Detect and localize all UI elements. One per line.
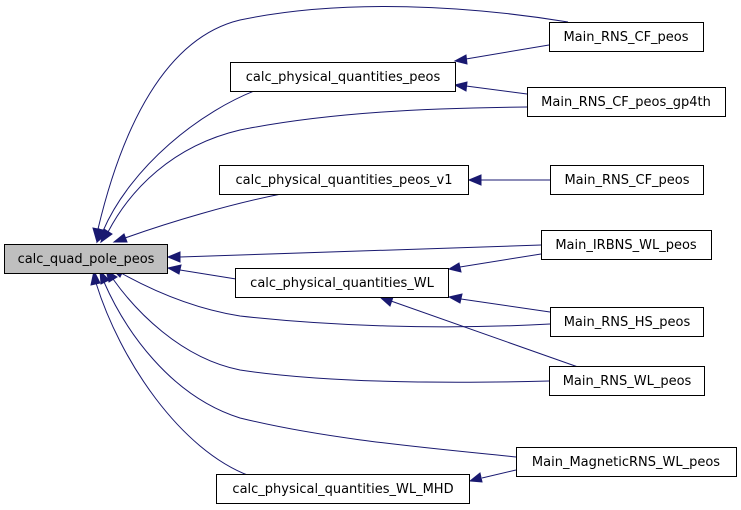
node-label: calc_quad_pole_peos xyxy=(18,252,155,267)
node-main-rns-cf-peos-top[interactable]: Main_RNS_CF_peos xyxy=(549,22,704,52)
node-main-irbns-wl-peos[interactable]: Main_IRBNS_WL_peos xyxy=(541,230,712,260)
edge-main-irbns-wl-peos-to-calc-quad-pole-peos xyxy=(179,244,542,258)
node-calc-physical-quantities-peos-v1[interactable]: calc_physical_quantities_peos_v1 xyxy=(219,165,469,195)
edges xyxy=(90,6,579,483)
arrowhead xyxy=(96,228,109,244)
node-box xyxy=(4,244,168,274)
node-box xyxy=(527,87,726,117)
node-box xyxy=(550,307,704,337)
arrowhead xyxy=(453,54,468,65)
node-main-rns-wl-peos[interactable]: Main_RNS_WL_peos xyxy=(549,366,705,396)
arrowhead xyxy=(468,472,483,483)
node-label: Main_MagneticRNS_WL_peos xyxy=(532,455,720,470)
edge-calc-physical-quantities-peos-to-calc-quad-pole-peos xyxy=(102,87,263,232)
arrowhead xyxy=(90,269,101,286)
node-box xyxy=(235,268,449,298)
node-calc-quad-pole-peos[interactable]: calc_quad_pole_peos xyxy=(4,244,168,274)
edge-main-rns-hs-peos-to-calc-physical-quantities-wl xyxy=(460,298,551,313)
arrowhead xyxy=(378,296,394,307)
node-label: Main_RNS_CF_peos xyxy=(564,173,689,188)
edge-main-magneticrns-wl-peos-to-calc-physical-quantities-wl-mhd xyxy=(481,469,517,479)
nodes: calc_quad_pole_peos calc_physical_quanti… xyxy=(4,22,737,504)
arrowhead xyxy=(166,251,181,263)
arrowhead xyxy=(166,264,182,275)
node-calc-physical-quantities-peos[interactable]: calc_physical_quantities_peos xyxy=(230,62,456,92)
edge-main-magneticrns-wl-peos-to-calc-quad-pole-peos xyxy=(103,281,517,458)
node-box xyxy=(216,474,470,504)
node-box xyxy=(541,230,712,260)
arrowhead xyxy=(447,293,463,304)
arrowhead xyxy=(112,233,128,243)
edge-calc-physical-quantities-wl-mhd-to-calc-quad-pole-peos xyxy=(95,282,251,477)
edge-main-rns-cf-peos-1-to-calc-physical-quantities-peos xyxy=(465,44,550,60)
node-calc-physical-quantities-wl[interactable]: calc_physical_quantities_WL xyxy=(235,268,449,298)
node-main-rns-hs-peos[interactable]: Main_RNS_HS_peos xyxy=(550,307,704,337)
node-box xyxy=(549,366,705,396)
edge-main-rns-wl-peos-to-calc-physical-quantities-wl xyxy=(390,300,579,368)
node-box xyxy=(219,165,469,195)
arrowhead xyxy=(447,262,462,273)
node-box xyxy=(550,165,704,195)
node-label: calc_physical_quantities_WL_MHD xyxy=(232,482,453,497)
node-calc-physical-quantities-wl-mhd[interactable]: calc_physical_quantities_WL_MHD xyxy=(216,474,470,504)
edge-calc-physical-quantities-wl-to-calc-quad-pole-peos xyxy=(179,269,237,280)
node-box xyxy=(230,62,456,92)
node-label: Main_RNS_CF_peos xyxy=(563,30,688,45)
edge-main-rns-wl-peos-to-calc-quad-pole-peos xyxy=(112,278,550,383)
arrowhead xyxy=(453,81,468,92)
node-main-rns-cf-peos-middle[interactable]: Main_RNS_CF_peos xyxy=(550,165,704,195)
edge-calc-physical-quantities-peos-v1-to-calc-quad-pole-peos xyxy=(124,192,287,239)
node-label: Main_RNS_CF_peos_gp4th xyxy=(541,95,711,110)
node-label: Main_RNS_HS_peos xyxy=(564,315,691,330)
arrowhead xyxy=(467,174,482,186)
node-main-rns-cf-peos-gp4th[interactable]: Main_RNS_CF_peos_gp4th xyxy=(527,87,726,117)
node-label: Main_RNS_WL_peos xyxy=(563,374,692,389)
node-label: calc_physical_quantities_peos xyxy=(246,70,441,85)
node-box xyxy=(516,447,737,477)
edge-main-irbns-wl-peos-to-calc-physical-quantities-wl xyxy=(459,253,542,268)
node-label: Main_IRBNS_WL_peos xyxy=(555,238,697,253)
node-box xyxy=(549,22,704,52)
edge-main-rns-cf-peos-1-to-calc-quad-pole-peos xyxy=(97,6,569,230)
edge-main-rns-cf-peos-gp4th-to-calc-quad-pole-peos xyxy=(107,106,528,233)
edge-main-rns-cf-peos-gp4th-to-calc-physical-quantities-peos xyxy=(465,85,528,95)
node-label: calc_physical_quantities_WL xyxy=(250,276,434,291)
arrowhead xyxy=(99,269,110,285)
node-main-magneticrns-wl-peos[interactable]: Main_MagneticRNS_WL_peos xyxy=(516,447,737,477)
node-label: calc_physical_quantities_peos_v1 xyxy=(236,173,453,188)
